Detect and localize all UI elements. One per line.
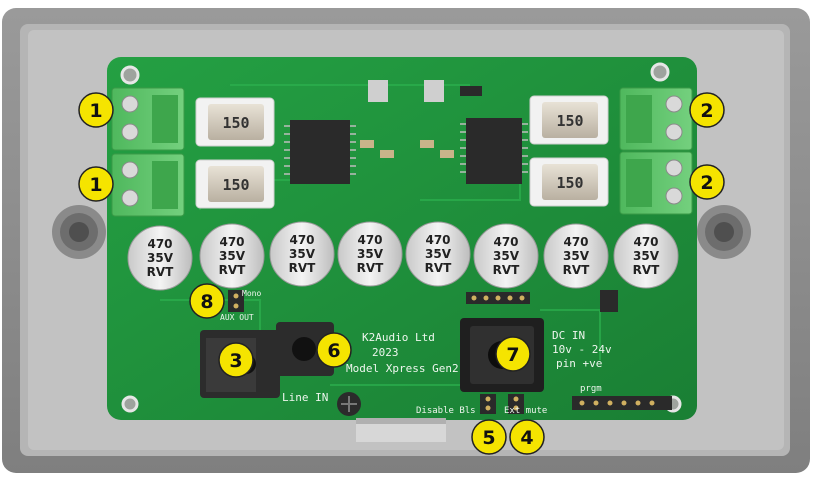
svg-text:35V: 35V [425, 247, 452, 261]
callout-3: 3 [218, 342, 254, 378]
svg-text:470: 470 [289, 233, 314, 247]
callout-2-bottom: 2 [689, 164, 725, 200]
brand-label: K2Audio Ltd [362, 331, 435, 344]
ext-mute-switch [508, 394, 524, 414]
capacitor: 470 35V RVT [405, 221, 471, 287]
svg-text:RVT: RVT [357, 261, 385, 275]
svg-text:150: 150 [556, 174, 583, 192]
callout-1-top: 1 [78, 92, 114, 128]
capacitor: 470 35V RVT [199, 223, 265, 289]
inductor-left-top: 150 [195, 97, 275, 147]
capacitor: 470 35V RVT [473, 223, 539, 289]
svg-text:RVT: RVT [633, 263, 661, 277]
svg-text:2: 2 [700, 172, 713, 194]
inductor-left-bottom: 150 [195, 159, 275, 209]
aux-out-jack [276, 322, 334, 376]
svg-text:2: 2 [700, 100, 713, 122]
callout-6: 6 [316, 332, 352, 368]
svg-text:RVT: RVT [219, 263, 247, 277]
svg-text:RVT: RVT [425, 261, 453, 275]
callout-7: 7 [495, 336, 531, 372]
svg-text:35V: 35V [633, 249, 660, 263]
capacitor: 470 35V RVT [269, 221, 335, 287]
prgm-label: prgm [580, 384, 602, 394]
mounting-hole-left [52, 205, 106, 259]
inductor-right-top: 150 [529, 95, 609, 145]
svg-text:470: 470 [633, 235, 658, 249]
svg-text:6: 6 [327, 340, 340, 362]
svg-text:470: 470 [147, 237, 172, 251]
svg-text:RVT: RVT [289, 261, 317, 275]
callout-2-top: 2 [689, 92, 725, 128]
speaker-terminal-left-bottom [111, 153, 185, 217]
mounting-hole-right [697, 205, 751, 259]
callout-4: 4 [509, 419, 545, 455]
aux-out-label: AUX OUT [220, 313, 254, 322]
svg-text:470: 470 [425, 233, 450, 247]
svg-text:1: 1 [89, 174, 102, 196]
callout-8: 8 [189, 283, 225, 319]
capacitor: 470 35V RVT [337, 221, 403, 287]
svg-text:470: 470 [563, 235, 588, 249]
svg-text:5: 5 [482, 427, 495, 449]
polarity-label: pin +ve [556, 357, 602, 370]
svg-text:RVT: RVT [147, 265, 175, 279]
callout-5: 5 [471, 419, 507, 455]
board-screw [337, 392, 361, 416]
svg-text:7: 7 [506, 344, 519, 366]
program-header [572, 396, 672, 410]
line-in-label: Line IN [282, 391, 328, 404]
svg-text:470: 470 [357, 233, 382, 247]
capacitor: 470 35V RVT [543, 223, 609, 289]
disable-bls-label: Disable Bls [416, 406, 476, 416]
svg-text:RVT: RVT [563, 263, 591, 277]
capacitor-row: 470 35V RVT 470 35V RVT 470 35V RVT 470 … [127, 221, 679, 291]
svg-text:150: 150 [222, 176, 249, 194]
svg-text:8: 8 [200, 291, 213, 313]
svg-text:150: 150 [556, 112, 583, 130]
svg-text:35V: 35V [147, 251, 174, 265]
svg-text:470: 470 [219, 235, 244, 249]
amplifier-chip-right [460, 118, 528, 184]
svg-text:35V: 35V [493, 249, 520, 263]
svg-text:150: 150 [222, 114, 249, 132]
svg-text:35V: 35V [289, 247, 316, 261]
disable-bls-switch [480, 394, 496, 414]
mono-label: Mono [242, 289, 261, 298]
pcb [107, 57, 697, 420]
callout-1-bottom: 1 [78, 166, 114, 202]
svg-text:4: 4 [520, 427, 533, 449]
svg-text:35V: 35V [219, 249, 246, 263]
ext-mute-label: Ext mute [504, 406, 547, 416]
voltage-label: 10v - 24v [552, 343, 612, 356]
capacitor: 470 35V RVT [127, 225, 193, 291]
speaker-terminal-right-top [619, 87, 693, 151]
svg-text:35V: 35V [357, 247, 384, 261]
svg-text:1: 1 [89, 100, 102, 122]
speaker-terminal-left-top [111, 87, 185, 151]
svg-text:3: 3 [229, 350, 242, 372]
svg-text:35V: 35V [563, 249, 590, 263]
capacitor: 470 35V RVT [613, 223, 679, 289]
amplifier-chip-left [284, 120, 356, 184]
speaker-terminal-right-bottom [619, 151, 693, 215]
pin-header-top [466, 292, 530, 304]
mono-aux-jumper [228, 290, 244, 312]
dc-in-label: DC IN [552, 329, 585, 342]
model-label: Model Xpress Gen2 [346, 362, 459, 375]
inductor-right-bottom: 150 [529, 157, 609, 207]
year-label: 2023 [372, 346, 399, 359]
svg-text:RVT: RVT [493, 263, 521, 277]
svg-text:470: 470 [493, 235, 518, 249]
